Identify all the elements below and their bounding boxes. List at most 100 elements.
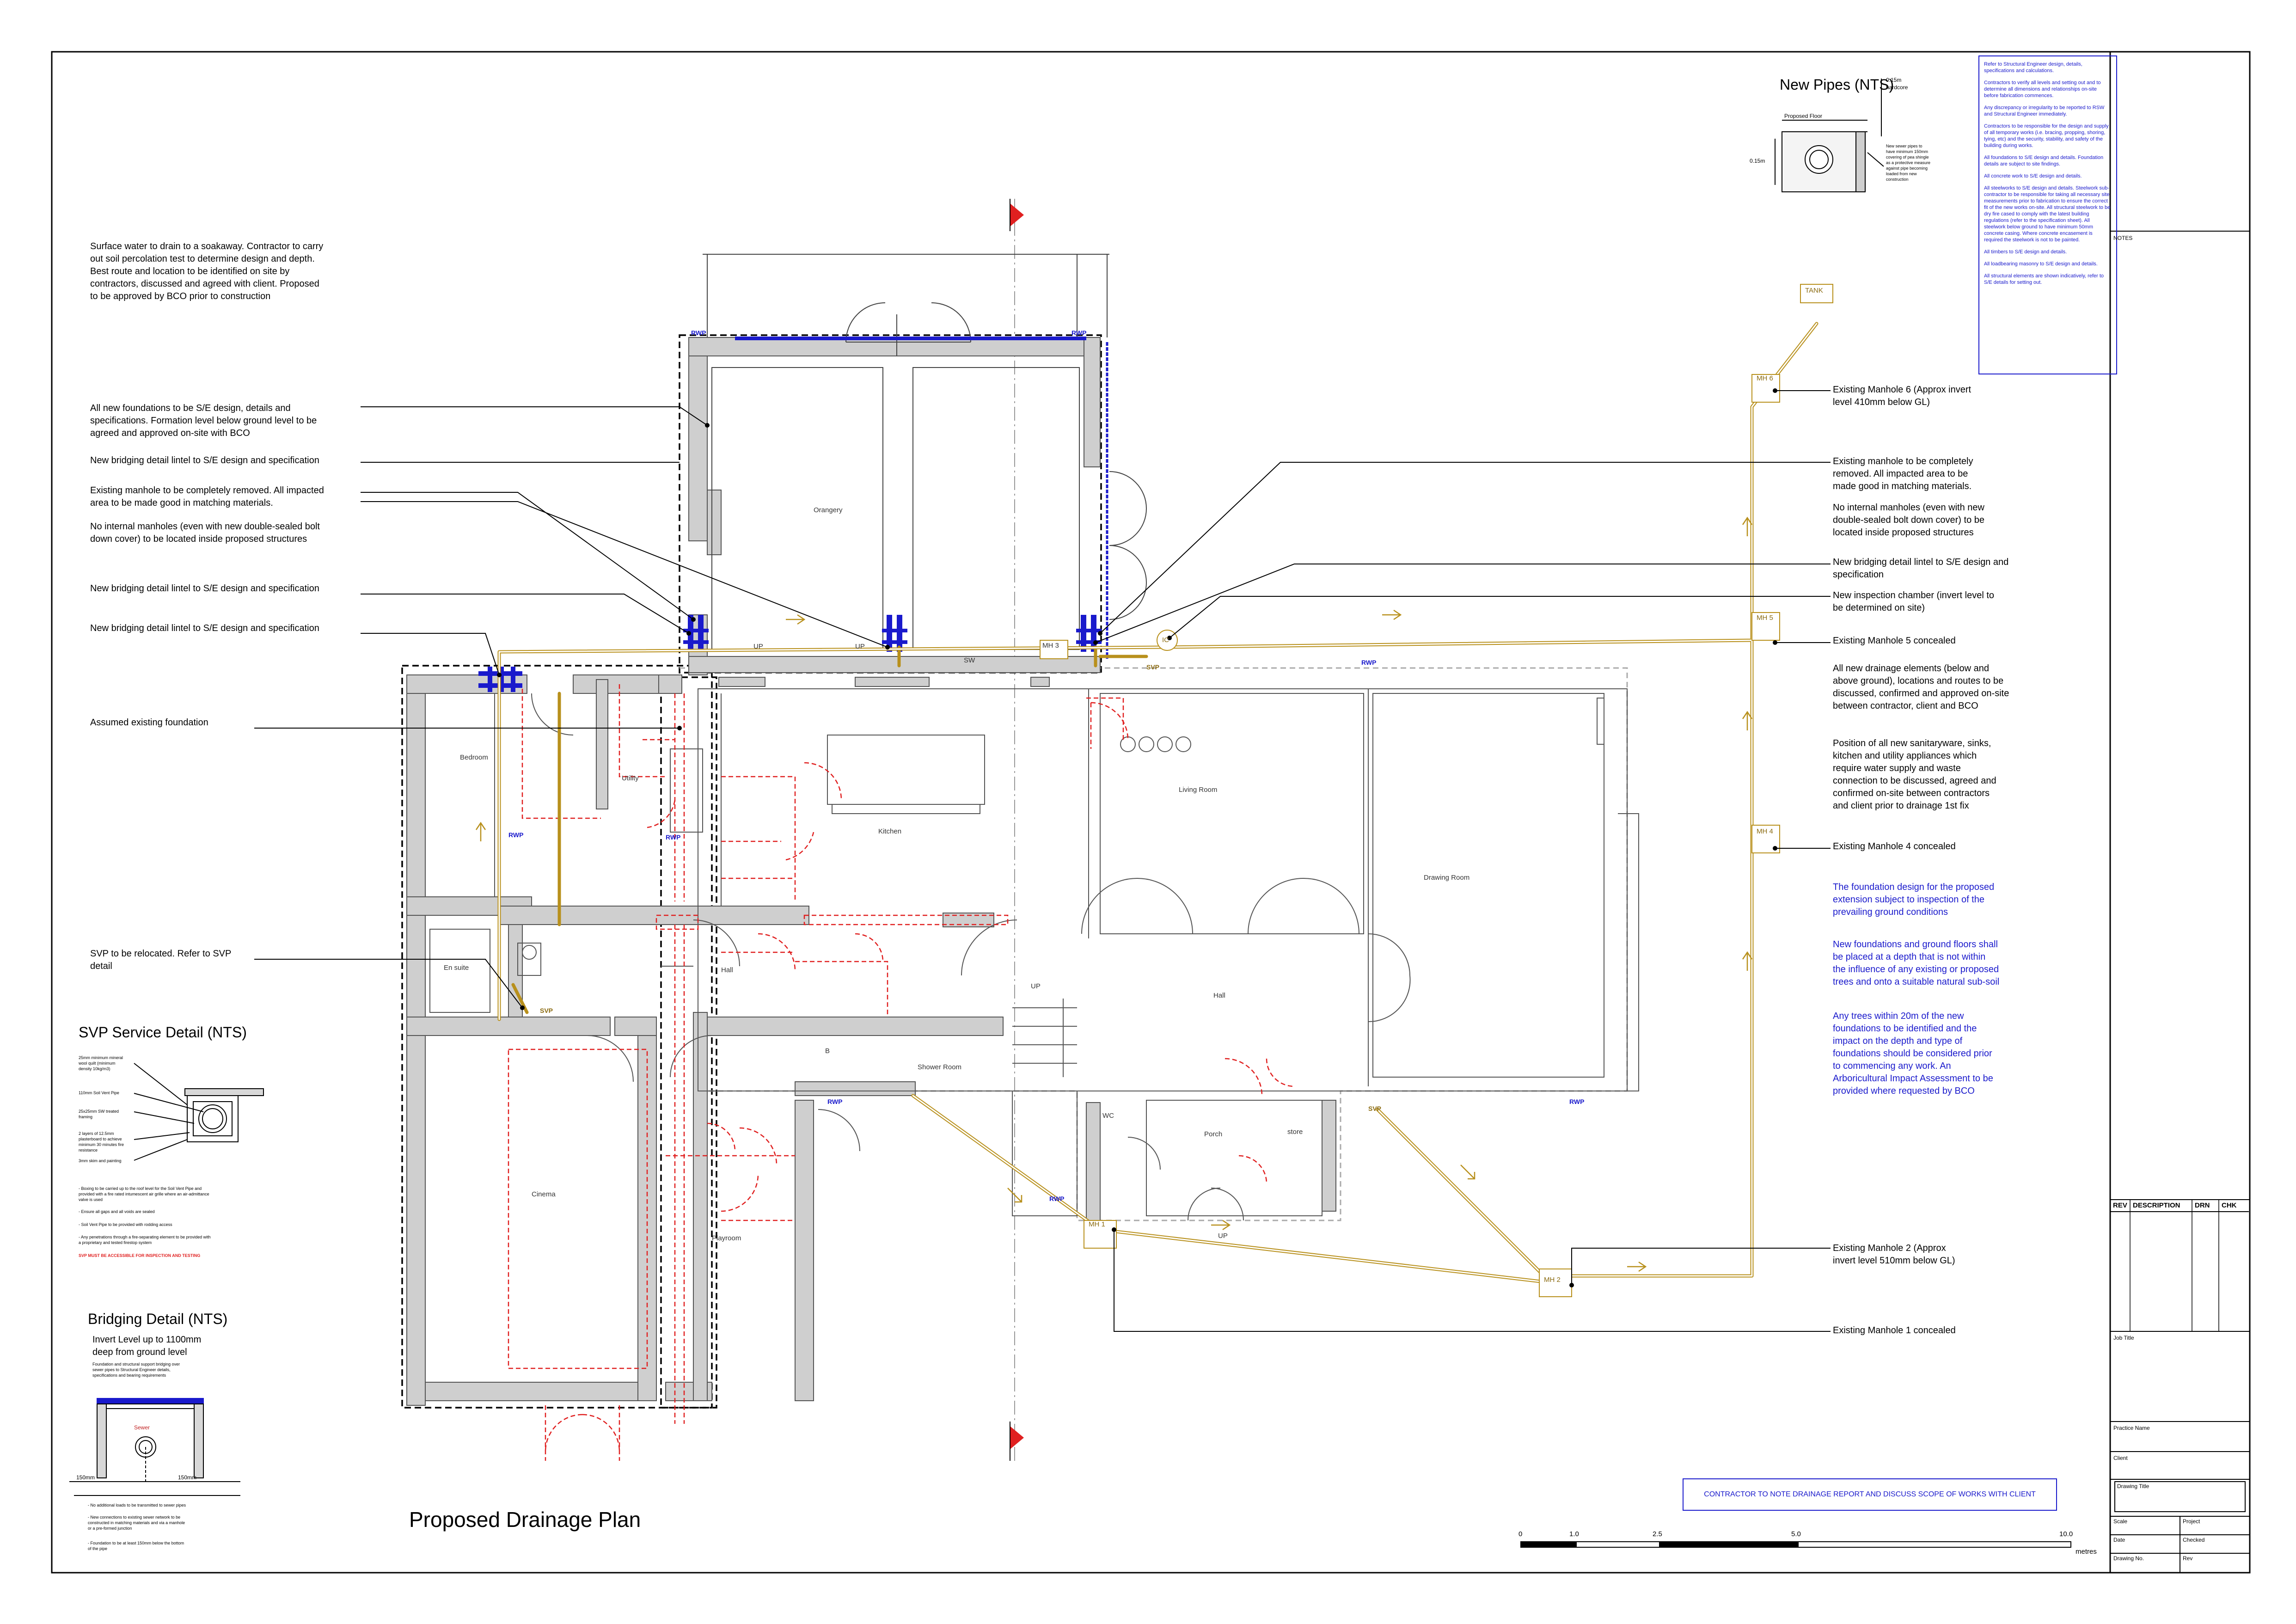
title-block-checked: Checked	[2183, 1537, 2205, 1543]
bridging-detail-title: Bridging Detail (NTS)	[88, 1311, 228, 1327]
room-store: store	[1287, 1128, 1303, 1136]
scale-tick-3: 5.0	[1791, 1530, 1801, 1538]
room-shower-room: Shower Room	[918, 1063, 962, 1071]
tag-rwp-hall: RWP	[827, 1098, 843, 1105]
note-bridging-right: New bridging detail lintel to S/E design…	[1833, 557, 2009, 580]
tag-rwp-drawing: RWP	[1569, 1098, 1585, 1105]
note-mh5: Existing Manhole 5 concealed	[1833, 636, 1956, 646]
room-porch: Porch	[1204, 1130, 1223, 1138]
rev-header-rev: REV	[2113, 1201, 2127, 1209]
house-walls	[406, 674, 1336, 1406]
tag-mh1: MH 1	[1089, 1220, 1105, 1228]
tag-rwp-utility: RWP	[666, 833, 681, 841]
new-pipes-note: New sewer pipes to have minimum 150mm co…	[1886, 144, 1931, 182]
title-block-rev: Rev	[2183, 1555, 2193, 1562]
room-bedroom: Bedroom	[460, 754, 488, 761]
title-block-drawing-title: Drawing Title	[2117, 1483, 2149, 1489]
room-hall-small: Hall	[721, 966, 733, 974]
rev-header-chk: CHK	[2222, 1201, 2237, 1209]
tag-svp-hall: SVP	[1368, 1105, 1382, 1112]
note-sanitaryware: Position of all new sanitaryware, sinks,…	[1833, 738, 1996, 811]
tag-up-kitchen: UP	[855, 643, 865, 650]
scale-tick-4: 10.0	[2059, 1530, 2073, 1538]
note-mh2: Existing Manhole 2 (Approx invert level …	[1833, 1243, 1955, 1266]
svp-callout-4: 2 layers of 12.5mm plasterboard to achie…	[79, 1131, 124, 1152]
new-pipes-title: New Pipes (NTS)	[1780, 76, 1894, 93]
note-svp-relocated: SVP to be relocated. Refer to SVP detail	[90, 949, 232, 971]
note-manhole-removed-left: Existing manhole to be completely remove…	[90, 485, 324, 508]
tag-up-orangery: UP	[753, 643, 763, 650]
note-drainage-elements: All new drainage elements (below and abo…	[1833, 663, 2009, 711]
tag-sw: SW	[964, 656, 975, 664]
title-block-frame	[2109, 51, 2251, 1574]
tag-svp-orangery: SVP	[1146, 663, 1160, 671]
orangery-blue-lintel	[735, 337, 1086, 340]
title-block-job-title: Job Title	[2113, 1335, 2134, 1341]
new-pipes-dim-hardcore: 0.15m hardcore	[1886, 77, 1908, 91]
bridging-note-3: - Foundation to be at least 150mm below …	[88, 1541, 184, 1551]
red-proposed-walls	[508, 684, 1295, 1461]
title-block-practice: Practice Name	[2113, 1425, 2150, 1431]
tag-rwp-orangery: RWP	[691, 329, 706, 337]
note-mh4: Existing Manhole 4 concealed	[1833, 841, 1956, 852]
note-new-foundations: New foundations and ground floors shall …	[1833, 939, 2000, 987]
tag-rwp-living: RWP	[1361, 659, 1377, 666]
room-utility: Utility	[622, 774, 639, 782]
room-orangery: Orangery	[814, 506, 843, 514]
note-foundation-design: The foundation design for the proposed e…	[1833, 882, 1995, 917]
scale-tick-1: 1.0	[1569, 1530, 1579, 1538]
spec-item: All loadbearing masonry to S/E design an…	[1984, 261, 2098, 267]
svp-callout-5: 3mm skim and painting	[79, 1158, 122, 1163]
scale-unit: metres	[2076, 1548, 2097, 1556]
manholes	[1040, 284, 1833, 1297]
note-no-internal-left: No internal manholes (even with new doub…	[90, 521, 320, 544]
spec-item: All structural elements are shown indica…	[1984, 273, 2104, 285]
svp-detail-graphic	[134, 1063, 264, 1161]
spec-item: Contractors to verify all levels and set…	[1984, 80, 2101, 98]
spec-item: All timbers to S/E design and details.	[1984, 249, 2067, 255]
tag-ic: IC	[1162, 636, 1169, 644]
note-bridging-2: New bridging detail lintel to S/E design…	[90, 583, 319, 594]
page-title: Proposed Drainage Plan	[409, 1508, 641, 1532]
note-surface-water: Surface water to drain to a soakaway. Co…	[90, 241, 324, 301]
scale-tick-0: 0	[1518, 1530, 1523, 1538]
bridging-detail-subtitle: Invert Level up to 1100mm deep from grou…	[92, 1335, 202, 1357]
new-pipes-dim-left: 0.15m	[1750, 158, 1765, 164]
bridging-detail-note: Foundation and structural support bridgi…	[92, 1362, 180, 1378]
note-mh6: Existing Manhole 6 (Approx invert level …	[1833, 385, 1971, 407]
tag-mh4: MH 4	[1757, 827, 1773, 835]
bridging-detail-graphic	[69, 1398, 240, 1496]
svp-note-2: - Ensure all gaps and all voids are seal…	[79, 1209, 155, 1214]
spec-item: Any discrepancy or irregularity to be re…	[1984, 105, 2105, 117]
room-wc: WC	[1102, 1112, 1114, 1120]
note-trees: Any trees within 20m of the new foundati…	[1833, 1011, 1993, 1096]
new-pipes-graphic	[1775, 79, 1884, 192]
leader-lines	[254, 388, 1831, 1332]
spec-item: Refer to Structural Engineer design, det…	[1984, 61, 2082, 74]
room-cinema: Cinema	[532, 1190, 556, 1198]
room-b: B	[825, 1047, 830, 1055]
bridging-note-1: - No additional loads to be transmitted …	[88, 1503, 186, 1508]
note-foundations: All new foundations to be S/E design, de…	[90, 403, 317, 438]
note-manhole-removed-right: Existing manhole to be completely remove…	[1833, 456, 1973, 491]
note-assumed-foundation: Assumed existing foundation	[90, 717, 208, 728]
bridging-sewer-label: Sewer	[134, 1424, 150, 1431]
proposed-extension-outlines	[401, 334, 1102, 1409]
tag-tank: TANK	[1805, 287, 1823, 294]
bridging-lintels	[478, 615, 1102, 692]
tag-svp-ensuite: SVP	[540, 1007, 553, 1014]
house-internal-lines	[425, 688, 1639, 1221]
title-block-drawing-no: Drawing No.	[2113, 1555, 2144, 1562]
revision-header: REV DESCRIPTION DRN CHK	[2110, 1200, 2249, 1212]
bridging-dim-right: 150mm	[178, 1474, 197, 1481]
spec-item: All steelworks to S/E design and details…	[1984, 185, 2111, 243]
note-mh1: Existing Manhole 1 concealed	[1833, 1325, 1956, 1336]
spec-item: All foundations to S/E design and detail…	[1984, 155, 2104, 167]
orangery-glazing	[703, 254, 1147, 650]
note-bridging-1: New bridging detail lintel to S/E design…	[90, 455, 319, 466]
svp-note-1: - Boxing to be carried up to the roof le…	[79, 1186, 209, 1202]
orangery-walls	[688, 337, 1101, 675]
tag-mh2: MH 2	[1544, 1276, 1561, 1284]
room-en-suite: En suite	[444, 964, 469, 972]
note-bridging-3: New bridging detail lintel to S/E design…	[90, 623, 319, 633]
